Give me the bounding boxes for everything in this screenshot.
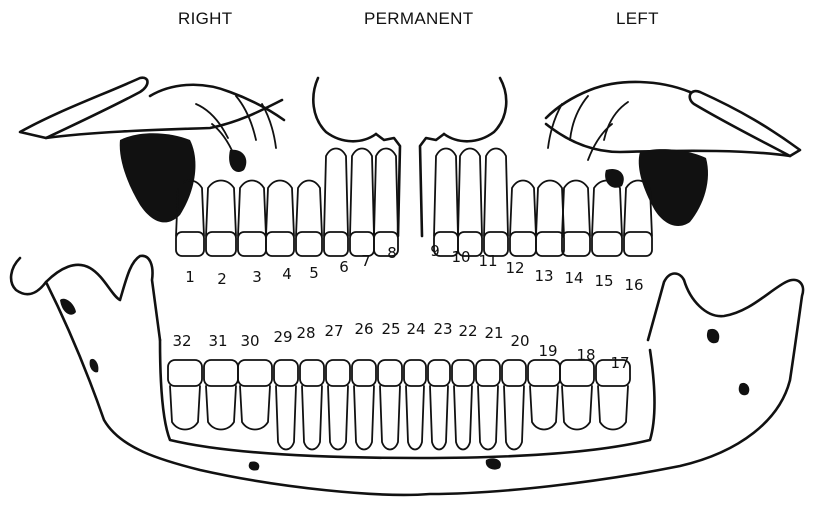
upper-tooth-number: 9 (430, 242, 440, 260)
lower-tooth (168, 360, 202, 430)
lower-tooth (476, 360, 500, 450)
upper-tooth (562, 181, 590, 257)
upper-tooth (206, 181, 236, 257)
lower-tooth-number: 21 (484, 324, 503, 342)
upper-tooth-number: 4 (282, 265, 292, 283)
lower-tooth (378, 360, 402, 450)
upper-tooth (374, 149, 398, 257)
upper-teeth-row (176, 149, 652, 257)
lower-tooth (428, 360, 450, 450)
upper-tooth-number: 8 (387, 244, 397, 262)
lower-tooth (300, 360, 324, 450)
lower-tooth (274, 360, 298, 450)
lower-teeth-row (168, 360, 630, 450)
lower-tooth (404, 360, 426, 450)
upper-tooth (458, 149, 482, 257)
lower-tooth (502, 360, 526, 450)
lower-tooth-number: 19 (538, 342, 557, 360)
lower-tooth-number: 25 (381, 320, 400, 338)
lower-tooth (560, 360, 594, 430)
upper-tooth-number: 14 (564, 269, 583, 287)
upper-tooth (434, 149, 458, 257)
upper-tooth-number: 12 (505, 259, 524, 277)
lower-tooth-number: 24 (406, 320, 425, 338)
lower-tooth (528, 360, 560, 430)
lower-tooth-number: 20 (510, 332, 529, 350)
lower-tooth (204, 360, 238, 430)
upper-tooth-number: 2 (217, 270, 227, 288)
upper-tooth-number: 15 (594, 272, 613, 290)
upper-tooth-number: 11 (478, 252, 497, 270)
upper-tooth (238, 181, 266, 257)
lower-tooth (238, 360, 272, 430)
upper-tooth-number: 10 (451, 248, 470, 266)
lower-tooth (326, 360, 350, 450)
upper-tooth-number: 3 (252, 268, 262, 286)
lower-tooth-number: 23 (433, 320, 452, 338)
upper-tooth (296, 181, 322, 257)
mandible (11, 256, 803, 495)
upper-tooth (536, 181, 564, 257)
upper-tooth-number: 5 (309, 264, 319, 282)
maxilla-left (420, 78, 800, 236)
upper-tooth (266, 181, 294, 257)
lower-tooth-number: 32 (172, 332, 191, 350)
lower-tooth-number: 17 (610, 354, 629, 372)
upper-tooth (592, 181, 622, 257)
lower-tooth-number: 30 (240, 332, 259, 350)
lower-tooth-number: 26 (354, 320, 373, 338)
lower-tooth-number: 28 (296, 324, 315, 342)
upper-tooth (510, 181, 536, 257)
lower-tooth-number: 18 (576, 346, 595, 364)
lower-tooth-number: 29 (273, 328, 292, 346)
lower-tooth-number: 22 (458, 322, 477, 340)
upper-tooth-number: 6 (339, 258, 349, 276)
maxilla-right (20, 78, 400, 236)
lower-tooth (452, 360, 474, 450)
upper-tooth (350, 149, 374, 257)
upper-tooth-number: 16 (624, 276, 643, 294)
upper-tooth-number: 13 (534, 267, 553, 285)
lower-tooth (352, 360, 376, 450)
upper-tooth-number: 7 (361, 252, 371, 270)
upper-tooth (484, 149, 508, 257)
upper-tooth (324, 149, 348, 257)
upper-tooth-number: 1 (185, 268, 195, 286)
lower-tooth-number: 31 (208, 332, 227, 350)
lower-tooth-number: 27 (324, 322, 343, 340)
